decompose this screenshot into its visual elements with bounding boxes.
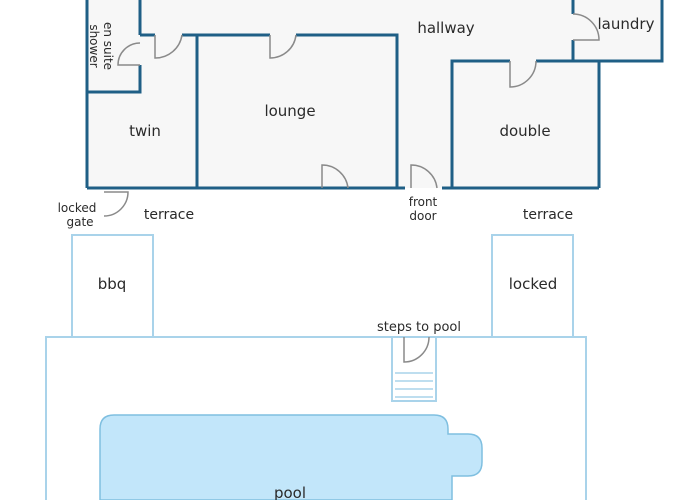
door-lounge-top [269, 34, 297, 59]
svg-text:gate: gate [66, 215, 93, 229]
svg-text:shower: shower [87, 24, 101, 67]
label-terrace-right: terrace [523, 207, 573, 223]
label-bbq: bbq [98, 275, 127, 293]
pool-deck [45, 336, 587, 500]
locked-area [491, 234, 574, 338]
room-label-hallway: hallway [417, 19, 474, 37]
svg-text:front: front [409, 195, 438, 209]
label-terrace-left: terrace [144, 207, 194, 223]
label-pool: pool [274, 484, 306, 500]
room-label-twin: twin [129, 122, 161, 140]
label-steps-to-pool: steps to pool [377, 320, 461, 335]
pool [99, 414, 483, 500]
steps-to-pool [391, 336, 437, 402]
label-locked-gate: locked gate [58, 201, 97, 229]
house [85, 0, 664, 217]
room-label-double: double [499, 122, 550, 140]
room-label-lounge: lounge [264, 102, 315, 120]
door-ensuite [117, 42, 141, 66]
outdoor-areas [45, 234, 587, 500]
door-laundry [572, 13, 600, 41]
label-locked: locked [509, 275, 558, 293]
svg-text:door: door [409, 209, 436, 223]
doors [103, 13, 600, 217]
label-front-door: front door [409, 195, 438, 223]
svg-text:locked: locked [58, 201, 97, 215]
bbq-area [71, 234, 154, 338]
door-steps [403, 336, 430, 363]
house-floor [87, 0, 599, 188]
room-label-laundry: laundry [598, 15, 655, 33]
door-front [410, 164, 438, 189]
door-lounge-bottom [321, 164, 349, 189]
laundry-floor [573, 0, 662, 61]
door-twin [154, 34, 183, 59]
door-double [509, 60, 537, 88]
walls [85, 0, 664, 190]
svg-text:en suite: en suite [101, 22, 115, 70]
door-locked-gate [103, 191, 129, 217]
room-label-ensuite: en suite shower [87, 22, 115, 70]
labels: hallway laundry en suite shower twin lou… [58, 15, 655, 500]
